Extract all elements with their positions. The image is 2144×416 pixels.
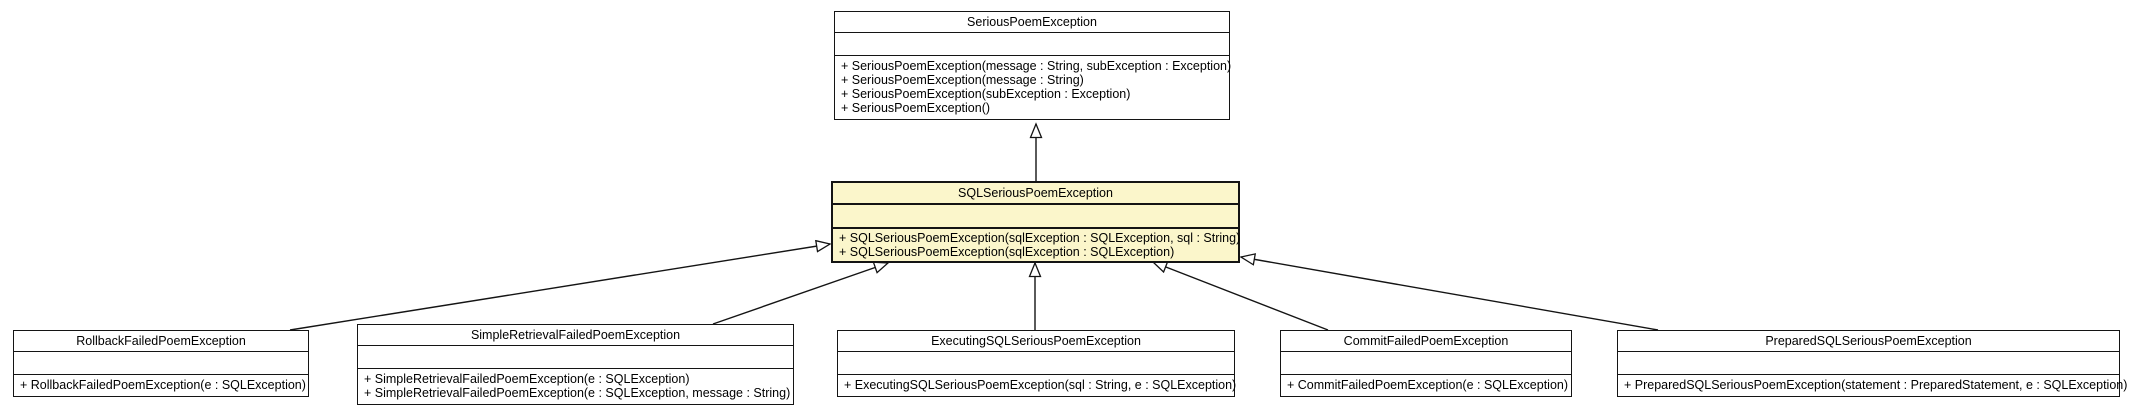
class-fields-empty xyxy=(835,33,1229,56)
arrow-commit-to-sqlserious xyxy=(1151,261,1329,331)
class-title: SeriousPoemException xyxy=(835,12,1229,33)
arrow-prepared-to-sqlserious xyxy=(1239,253,1659,331)
class-title: SimpleRetrievalFailedPoemException xyxy=(358,325,793,346)
class-methods: + ExecutingSQLSeriousPoemException(sql :… xyxy=(838,375,1237,396)
method-signature: + SeriousPoemException(subException : Ex… xyxy=(841,87,1131,101)
class-title: SQLSeriousPoemException xyxy=(833,183,1238,205)
class-methods: + SeriousPoemException(message : String,… xyxy=(835,56,1232,119)
method-signature: + SeriousPoemException(message : String,… xyxy=(841,59,1232,73)
arrow-rollback-to-sqlserious xyxy=(289,239,832,331)
method-signature: + PreparedSQLSeriousPoemException(statem… xyxy=(1624,378,2128,392)
method-signature: + SeriousPoemException(message : String) xyxy=(841,73,1084,87)
class-methods: + CommitFailedPoemException(e : SQLExcep… xyxy=(1281,375,1571,396)
class-box-sql-serious-poem-exception[interactable]: SQLSeriousPoemException + SQLSeriousPoem… xyxy=(831,181,1240,263)
arrow-simpleretrieval-to-sqlserious xyxy=(712,261,890,325)
class-methods: + SimpleRetrievalFailedPoemException(e :… xyxy=(358,369,793,404)
method-signature: + RollbackFailedPoemException(e : SQLExc… xyxy=(20,378,306,392)
class-title: ExecutingSQLSeriousPoemException xyxy=(838,331,1234,352)
class-box-executing-sql-serious-poem-exception[interactable]: ExecutingSQLSeriousPoemException + Execu… xyxy=(837,330,1237,397)
method-signature: + SimpleRetrievalFailedPoemException(e :… xyxy=(364,386,791,400)
method-signature: + CommitFailedPoemException(e : SQLExcep… xyxy=(1287,378,1569,392)
method-signature: + ExecutingSQLSeriousPoemException(sql :… xyxy=(844,378,1237,392)
class-box-commit-failed-poem-exception[interactable]: CommitFailedPoemException + CommitFailed… xyxy=(1280,330,1572,397)
class-fields-empty xyxy=(14,352,308,375)
class-fields-empty xyxy=(1618,352,2119,375)
method-signature: + SeriousPoemException() xyxy=(841,101,991,115)
class-fields-empty xyxy=(358,346,793,369)
class-title: CommitFailedPoemException xyxy=(1281,331,1571,352)
class-fields-empty xyxy=(1281,352,1571,375)
class-box-simple-retrieval-failed-poem-exception[interactable]: SimpleRetrievalFailedPoemException + Sim… xyxy=(357,324,794,405)
method-signature: + SimpleRetrievalFailedPoemException(e :… xyxy=(364,372,690,386)
class-fields-empty xyxy=(838,352,1234,375)
class-fields-empty xyxy=(833,205,1238,229)
method-signature: + SQLSeriousPoemException(sqlException :… xyxy=(839,231,1241,245)
class-methods: + PreparedSQLSeriousPoemException(statem… xyxy=(1618,375,2128,396)
class-methods: + SQLSeriousPoemException(sqlException :… xyxy=(833,229,1241,261)
class-methods: + RollbackFailedPoemException(e : SQLExc… xyxy=(14,375,308,396)
class-box-rollback-failed-poem-exception[interactable]: RollbackFailedPoemException + RollbackFa… xyxy=(13,330,309,397)
class-title: RollbackFailedPoemException xyxy=(14,331,308,352)
class-title: PreparedSQLSeriousPoemException xyxy=(1618,331,2119,352)
method-signature: + SQLSeriousPoemException(sqlException :… xyxy=(839,245,1175,259)
class-box-prepared-sql-serious-poem-exception[interactable]: PreparedSQLSeriousPoemException + Prepar… xyxy=(1617,330,2128,397)
class-box-serious-poem-exception[interactable]: SeriousPoemException + SeriousPoemExcept… xyxy=(834,11,1232,120)
